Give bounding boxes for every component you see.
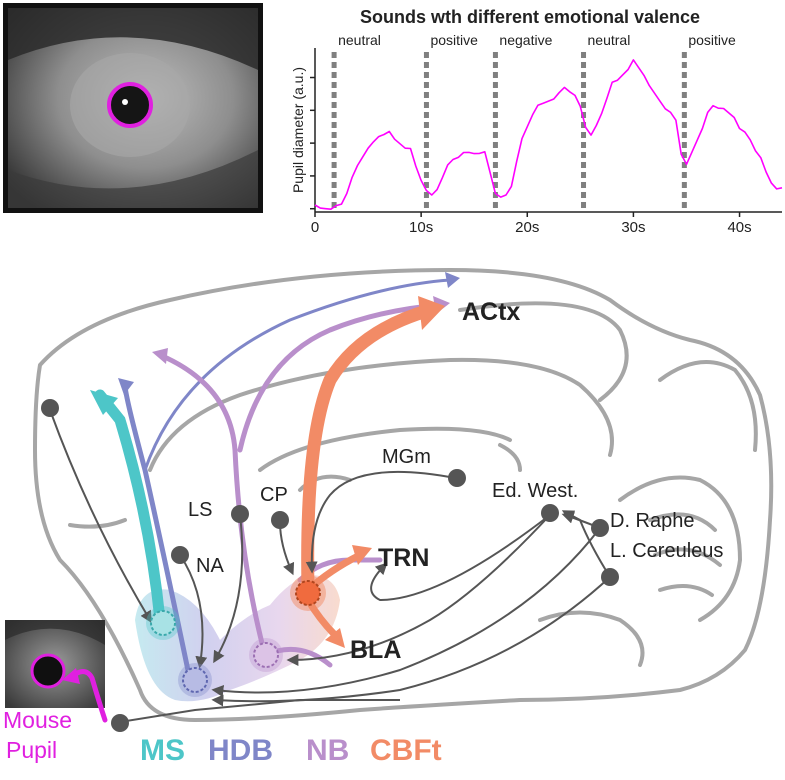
label-l-cereuleus: L. Cereuleus xyxy=(610,540,723,562)
pupil-baseline xyxy=(119,699,400,723)
cortex-inner-contour xyxy=(148,357,614,472)
stimulus-marker-label: neutral xyxy=(588,32,631,48)
hdb-arrowhead-b xyxy=(445,272,460,288)
pupil-trace-line xyxy=(314,59,783,210)
label-actx: ACtx xyxy=(462,298,520,326)
pupil-link-arrow xyxy=(67,669,108,723)
mouse-pupil-ring xyxy=(30,653,66,689)
x-tick-label: 10s xyxy=(409,219,433,236)
cbft-arrowhead-bla xyxy=(325,628,345,648)
cbft-arrowhead-trn xyxy=(352,545,372,565)
cerebellum-folds xyxy=(648,512,722,597)
legend-ms: MS xyxy=(140,734,185,767)
cbft-projection-actx xyxy=(301,303,437,597)
label-mgm: MGm xyxy=(382,446,431,468)
eye-photo xyxy=(3,3,263,213)
nuclei-legend: MS HDB NB CBFt xyxy=(140,734,442,767)
x-tick-label: 30s xyxy=(621,219,645,236)
nucleus-markers xyxy=(146,575,326,697)
input-ls-hdb xyxy=(213,514,244,664)
input-draphe-hdb xyxy=(211,527,601,697)
ms-arrowhead xyxy=(90,390,118,415)
input-na-hdb xyxy=(179,554,208,669)
label-ls: LS xyxy=(188,499,212,521)
nucleus-ms xyxy=(150,610,176,636)
cbft-arrowhead-actx xyxy=(418,296,445,330)
cerebellum-outer xyxy=(618,475,742,622)
mouse-eye-inset: Mouse Pupil xyxy=(3,620,108,763)
nb-arrowhead-a xyxy=(152,348,168,364)
label-na: NA xyxy=(196,555,224,577)
x-tick-label: 20s xyxy=(515,219,539,236)
hdb-projection-a xyxy=(122,382,193,683)
label-bla: BLA xyxy=(350,636,401,664)
dot-cp xyxy=(271,511,289,529)
chart-title: Sounds wth different emotional valence xyxy=(360,7,700,27)
dot-cortex xyxy=(41,399,59,417)
label-trn: TRN xyxy=(378,544,429,572)
chart-y-axis-label: Pupil diameter (a.u.) xyxy=(290,67,306,193)
chart-series xyxy=(314,59,783,210)
nb-projection-b xyxy=(237,302,443,453)
legend-hdb: HDB xyxy=(208,734,273,767)
mouse-eye-lid xyxy=(5,620,105,645)
brain-outer-contour xyxy=(33,268,774,722)
legend-cbft: CBFt xyxy=(370,734,442,767)
hdb-projection-b xyxy=(143,278,452,472)
stimulus-marker-label: negative xyxy=(499,32,552,48)
dot-ls xyxy=(231,505,249,523)
label-cp: CP xyxy=(260,484,288,506)
dot-na xyxy=(171,546,189,564)
colliculus-contour xyxy=(658,360,758,452)
nb-projection-a xyxy=(157,352,268,658)
nucleus-nb xyxy=(253,642,279,668)
dot-mgm xyxy=(448,469,466,487)
pons-contour xyxy=(538,610,645,667)
ms-projection xyxy=(94,389,166,626)
input-cp-cbft xyxy=(279,521,295,576)
dot-pupil xyxy=(111,714,129,732)
label-mouse: Mouse xyxy=(3,707,72,733)
input-cortex-ms xyxy=(49,409,152,624)
input-edwest-trn xyxy=(370,514,551,602)
hippocampus-tail xyxy=(498,443,522,472)
eye-upper-lid xyxy=(8,8,258,70)
cortex-fold xyxy=(458,301,629,402)
eye-pupil-ring xyxy=(107,82,153,128)
legend-nb: NB xyxy=(306,734,349,767)
eye-lower-lid xyxy=(8,150,258,208)
stimulus-marker-label: neutral xyxy=(338,32,381,48)
x-tick-label: 40s xyxy=(727,219,751,236)
nucleus-cbft xyxy=(295,580,321,606)
eye-reflection xyxy=(122,99,128,105)
x-tick-label: 0 xyxy=(311,219,319,236)
source-dots xyxy=(41,399,619,732)
pupil-chart: Sounds wth different emotional valence P… xyxy=(290,7,783,236)
input-edwest-nb xyxy=(286,514,551,666)
stimulus-marker-label: positive xyxy=(430,32,478,48)
brain-outline xyxy=(33,268,774,722)
chart-axes: 0 10s 20s 30s 40s xyxy=(310,48,782,236)
dot-l-cereuleus xyxy=(601,568,619,586)
nucleus-hdb xyxy=(182,667,208,693)
hippocampus-contour xyxy=(258,426,512,472)
stimulus-marker-label: positive xyxy=(688,32,736,48)
hdb-arrowhead-a xyxy=(118,378,134,395)
label-d-raphe: D. Raphe xyxy=(610,510,695,532)
dot-ed-west xyxy=(541,504,559,522)
dot-d-raphe xyxy=(591,519,609,537)
label-pupil: Pupil xyxy=(6,737,57,763)
label-ed-west: Ed. West. xyxy=(492,480,578,502)
stimulus-markers: neutral positive negative neutral positive xyxy=(331,32,736,210)
input-mgm-cbft xyxy=(305,470,456,574)
pupil-link-arrowhead xyxy=(62,668,80,684)
input-lc-hdb xyxy=(211,576,611,707)
brain-diagram: ACtx TRN BLA MGm LS CP NA Ed. West. D. R… xyxy=(33,268,774,732)
